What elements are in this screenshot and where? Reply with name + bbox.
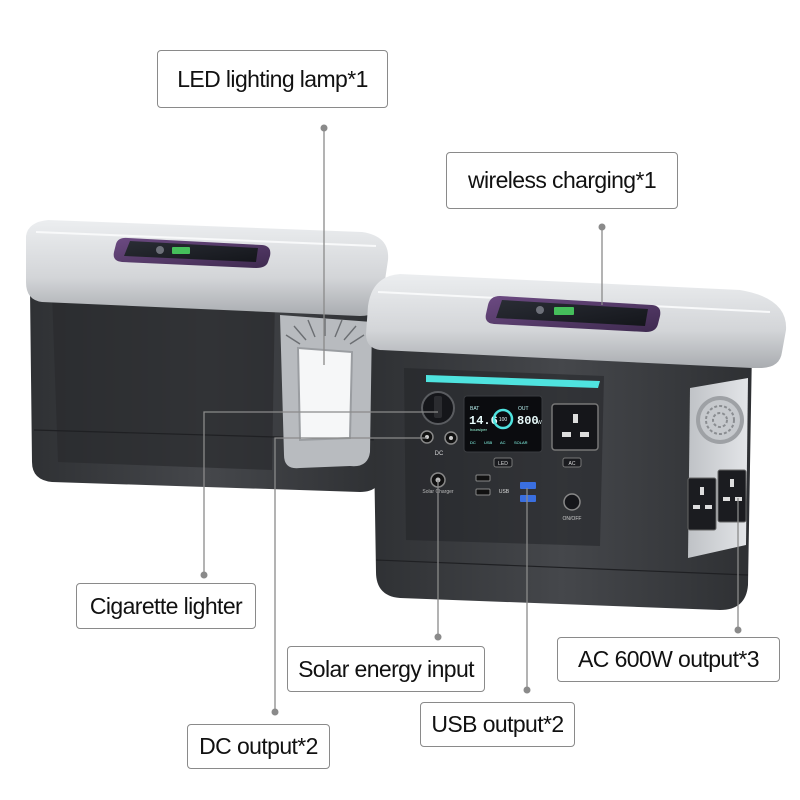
control-panel: DC Solar Charger BAT 14.6 hours/per 100 … [404, 368, 604, 546]
display-charge-ring [492, 408, 514, 430]
display-status-dc: DC [470, 440, 476, 445]
usb-ports: USB [475, 474, 536, 502]
led-button: LED [493, 457, 513, 468]
usb-button-label: USB [499, 489, 510, 495]
callout-usb-output: USB output*2 [420, 702, 575, 747]
display-output-value: 800 [517, 414, 539, 428]
fan-vent [696, 396, 744, 444]
ac-socket-front: AC [551, 403, 599, 468]
led-button-label: LED [498, 461, 508, 467]
led-lamp-rays [285, 318, 365, 345]
ac-sockets-side [687, 469, 747, 531]
dc-output-ports: DC [420, 430, 458, 457]
display-status-solar: SOLAR [514, 440, 528, 445]
power-button: ON/OFF [563, 493, 582, 522]
callout-connectors [200, 124, 742, 716]
callout-wireless-charging: wireless charging*1 [446, 152, 678, 209]
callout-led-lamp: LED lighting lamp*1 [157, 50, 388, 108]
front-unit: DC Solar Charger BAT 14.6 hours/per 100 … [366, 274, 787, 610]
display-battery-label: BAT [470, 406, 479, 412]
ambient-light-bar [426, 375, 600, 388]
front-phone [485, 296, 661, 332]
callout-dc-output: DC output*2 [187, 724, 330, 769]
display-battery-value: 14.6 [469, 414, 498, 428]
power-button-label: ON/OFF [563, 516, 582, 522]
ac-button-label: AC [569, 461, 576, 467]
led-lamp-window [296, 346, 354, 442]
rear-unit [26, 220, 389, 492]
callout-solar-input: Solar energy input [287, 646, 485, 692]
display-battery-unit: hours/per [470, 427, 488, 432]
side-panel [687, 378, 748, 558]
display-output-label: OUT [518, 406, 529, 412]
callout-cigarette-lighter: Cigarette lighter [76, 583, 256, 629]
cigarette-lighter-socket [421, 391, 455, 425]
callout-ac-output: AC 600W output*3 [557, 637, 780, 682]
rear-phone [113, 237, 271, 268]
display-percent: 100 [499, 417, 508, 423]
rear-unit-panel [52, 292, 275, 470]
lcd-display: BAT 14.6 hours/per 100 OUT 800 W DC USB … [463, 395, 543, 453]
display-status-usb: USB [484, 440, 493, 445]
display-status-ac: AC [500, 440, 506, 445]
dc-button-label: DC [435, 451, 444, 457]
display-output-unit: W [537, 420, 542, 426]
